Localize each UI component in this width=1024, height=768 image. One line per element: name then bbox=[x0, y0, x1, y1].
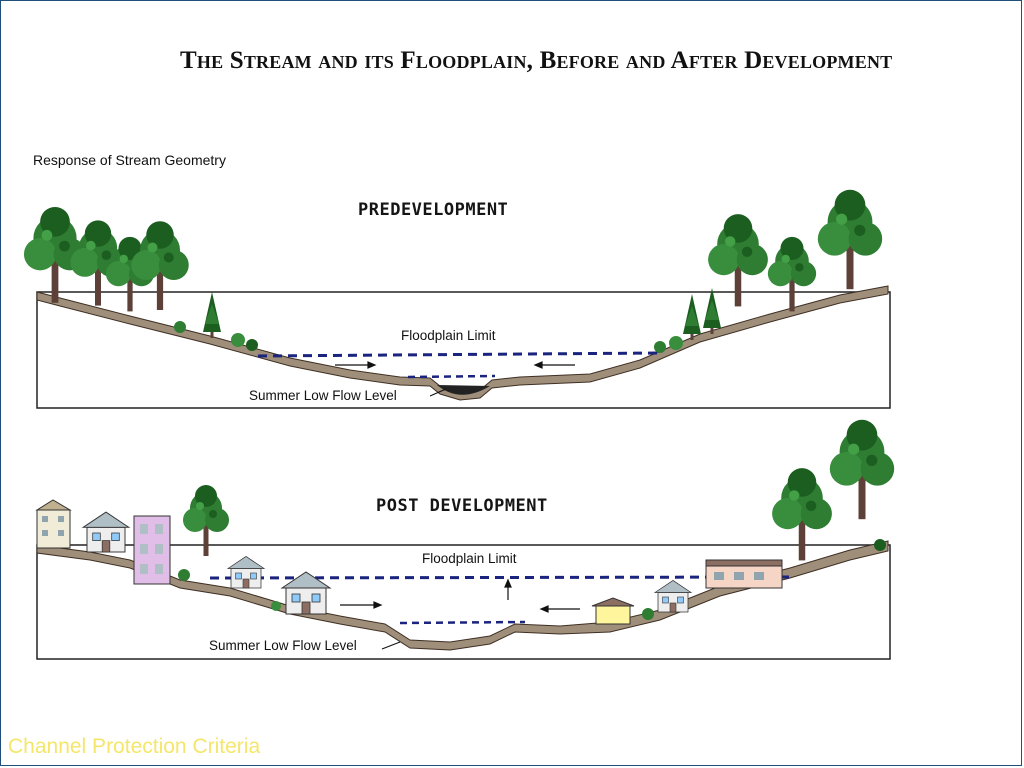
low-flow-line bbox=[399, 620, 526, 625]
flow-arrow-icon bbox=[340, 578, 580, 613]
predevelopment-label: PREDEVELOPMENT bbox=[358, 200, 509, 220]
pre-floodplain-limit-label: Floodplain Limit bbox=[401, 328, 496, 343]
post-floodplain-limit-label: Floodplain Limit bbox=[422, 551, 517, 566]
low-flow-line bbox=[407, 374, 496, 379]
page-title: The Stream and its Floodplain, Before an… bbox=[180, 47, 893, 74]
building-icon bbox=[35, 499, 783, 589]
postdevelopment-panel bbox=[35, 419, 895, 660]
diagram-subtitle: Response of Stream Geometry bbox=[33, 152, 226, 168]
flow-arrow-icon bbox=[335, 361, 575, 369]
footer-caption: Channel Protection Criteria bbox=[8, 735, 261, 758]
predevelopment-panel bbox=[23, 189, 891, 409]
tree-icon bbox=[23, 206, 258, 351]
tree-icon bbox=[654, 189, 883, 353]
postdevelopment-label: POST DEVELOPMENT bbox=[376, 496, 548, 516]
tree-icon bbox=[178, 419, 895, 620]
floodplain-limit-line bbox=[257, 351, 661, 358]
pre-low-flow-label: Summer Low Flow Level bbox=[249, 388, 397, 403]
house-icon bbox=[82, 511, 692, 625]
post-low-flow-label: Summer Low Flow Level bbox=[209, 638, 357, 653]
